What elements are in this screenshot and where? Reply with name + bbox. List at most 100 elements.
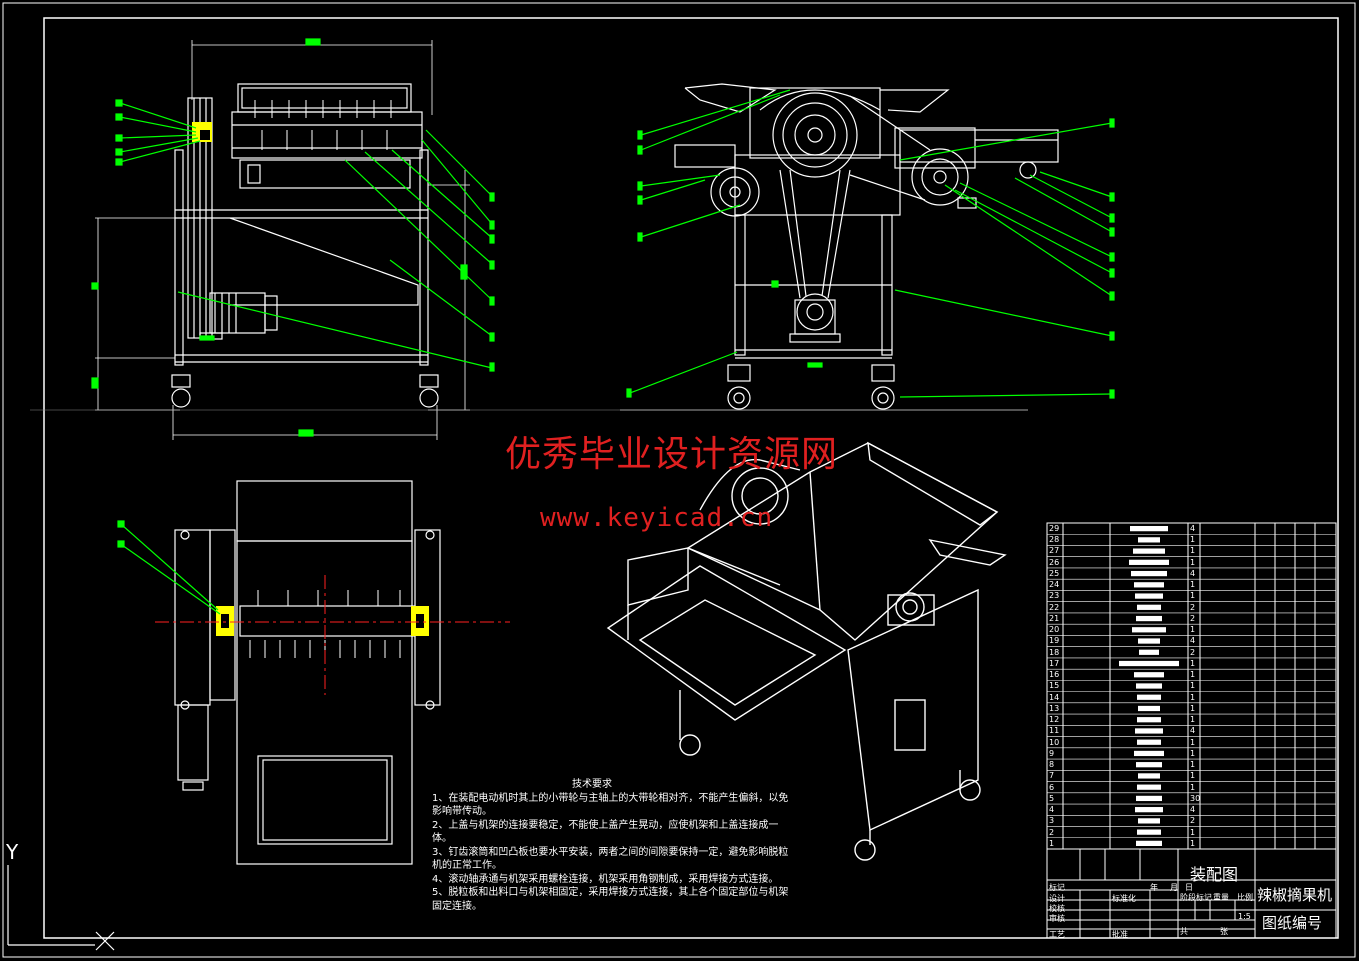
bom-name-block <box>1137 829 1161 835</box>
bom-name-block <box>1135 807 1163 813</box>
tech-requirement-item: 4、滚动轴承通与机架采用螺栓连接，机架采用角钢制成，采用焊接方式连接。 <box>432 873 779 885</box>
front-view-bearings <box>192 122 212 142</box>
tb-label-stage-mark: 阶段标记 <box>1180 893 1212 902</box>
title-block <box>1046 848 1337 939</box>
bom-name-block <box>1137 694 1161 700</box>
bom-name-block <box>1132 627 1166 633</box>
tb-label-day: 日 <box>1185 883 1193 892</box>
bom-name-block <box>1138 705 1160 712</box>
bom-name-block <box>1129 559 1169 565</box>
bom-item-quantity: 2 <box>1190 647 1196 657</box>
bom-item-number: 2 <box>1049 827 1055 837</box>
bom-name-block <box>1135 593 1163 599</box>
bom-item-number: 10 <box>1049 737 1060 747</box>
bom-item-quantity: 30 <box>1190 793 1201 803</box>
bom-name-block <box>1138 537 1160 543</box>
bom-item-quantity: 1 <box>1190 535 1196 545</box>
bom-item-number: 21 <box>1049 613 1060 623</box>
bom-item-number: 16 <box>1049 670 1060 680</box>
machine-name: 辣椒摘果机 <box>1257 886 1333 904</box>
bom-name-block <box>1134 582 1164 588</box>
bom-name-block <box>1137 784 1161 790</box>
bom-name-block <box>1136 683 1162 689</box>
bom-name-block <box>1138 638 1160 644</box>
bom-item-number: 19 <box>1049 636 1060 646</box>
bom-item-quantity: 1 <box>1190 771 1196 781</box>
side-view <box>30 83 1059 411</box>
bom-item-quantity: 2 <box>1190 816 1196 826</box>
bom-item-number: 29 <box>1049 524 1060 533</box>
bom-name-block <box>1137 739 1161 745</box>
top-view-centerlines <box>155 575 510 695</box>
tech-requirement-item: 2、上盖与机架的连接要稳定，不能使上盖产生晃动，应使机架和上盖连接成一体。 <box>432 819 779 845</box>
isometric-view <box>606 441 1007 861</box>
bom-item-number: 14 <box>1049 692 1060 702</box>
technical-requirements: 技术要求 1、在装配电动机时其上的小带轮与主轴上的大带轮相对齐，不能产生偏斜，以… <box>432 778 792 913</box>
tb-label-mark: 标记 <box>1049 883 1065 892</box>
bom-item-quantity: 1 <box>1190 591 1196 601</box>
bom-name-block <box>1130 526 1168 532</box>
tb-label-weight: 重量 <box>1213 893 1229 902</box>
bom-name-block <box>1131 570 1167 577</box>
bom-text-blocks <box>1119 526 1179 846</box>
bom-name-block <box>1137 717 1161 723</box>
bom-item-quantity: 1 <box>1190 748 1196 758</box>
bom-name-block <box>1119 660 1179 667</box>
bom-item-number: 7 <box>1049 771 1055 781</box>
bom-row-lines <box>1047 533 1336 850</box>
bom-name-block <box>1134 750 1164 757</box>
bom-name-block <box>1138 773 1160 779</box>
watermark-url: www.keyicad.cn <box>540 503 774 533</box>
tech-requirement-item: 3、钉齿滚筒和凹凸板也要水平安装，两者之间的间隙要保持一定，避免影响脱粒机的正常… <box>432 846 789 872</box>
bom-item-number: 13 <box>1049 703 1060 713</box>
bom-name-block <box>1137 604 1161 610</box>
bom-name-block <box>1136 615 1162 622</box>
bom-item-quantity: 4 <box>1190 726 1196 736</box>
bom-name-block <box>1136 762 1162 768</box>
bom-item-number: 24 <box>1049 580 1060 590</box>
bom-item-number: 23 <box>1049 591 1060 601</box>
bom-item-quantity: 1 <box>1190 557 1196 567</box>
bom-item-quantity: 2 <box>1190 602 1196 612</box>
tb-label-year: 年 <box>1150 883 1158 892</box>
side-view-leaders <box>626 89 1115 399</box>
bom-item-quantity: 1 <box>1190 715 1196 725</box>
bom-item-number: 9 <box>1049 748 1055 758</box>
front-view <box>95 40 470 440</box>
tb-label-standardize: 标准化 <box>1112 894 1136 903</box>
bom-item-number: 12 <box>1049 715 1060 725</box>
tb-label-total: 共 <box>1180 927 1188 936</box>
top-view-leaders <box>117 520 221 615</box>
bom-item-quantity: 1 <box>1190 737 1196 747</box>
bom-item-number: 25 <box>1049 568 1060 578</box>
bom-item-quantity: 1 <box>1190 782 1196 792</box>
bom-item-number: 22 <box>1049 602 1060 612</box>
bom-item-number: 17 <box>1049 658 1060 668</box>
bom-item-quantity: 1 <box>1190 692 1196 702</box>
bom-item-quantity: 1 <box>1190 546 1196 556</box>
bom-item-number: 28 <box>1049 535 1060 545</box>
bom-item-quantity: 1 <box>1190 827 1196 837</box>
bom-item-number: 8 <box>1049 760 1055 770</box>
top-view <box>174 480 441 865</box>
tech-requirements-title: 技术要求 <box>572 779 612 790</box>
bom-item-quantity: 2 <box>1190 613 1196 623</box>
bom-item-number: 6 <box>1049 782 1055 792</box>
tb-label-approve: 批准 <box>1112 930 1128 939</box>
tb-label-month: 月 <box>1170 883 1178 892</box>
bom-name-block <box>1135 728 1163 734</box>
front-view-leaders <box>91 38 495 437</box>
bom-item-number: 27 <box>1049 546 1060 556</box>
tech-requirement-item: 5、脱粒板和出料口与机架相固定，采用焊接方式连接，其上各个固定部位与机架固定连接… <box>432 887 789 912</box>
tb-scale: 1:5 <box>1238 912 1251 921</box>
bom-item-quantity: 1 <box>1190 838 1196 848</box>
bom-item-quantity: 4 <box>1190 524 1196 533</box>
drawing-number: 图纸编号 <box>1262 914 1323 932</box>
bom-item-quantity: 1 <box>1190 703 1196 713</box>
bom-item-number: 4 <box>1049 805 1055 815</box>
bom-item-quantity: 1 <box>1190 681 1196 691</box>
bom-item-quantity: 1 <box>1190 670 1196 680</box>
bom-item-quantity: 4 <box>1190 568 1196 578</box>
tb-label-design: 设计 <box>1049 894 1065 903</box>
